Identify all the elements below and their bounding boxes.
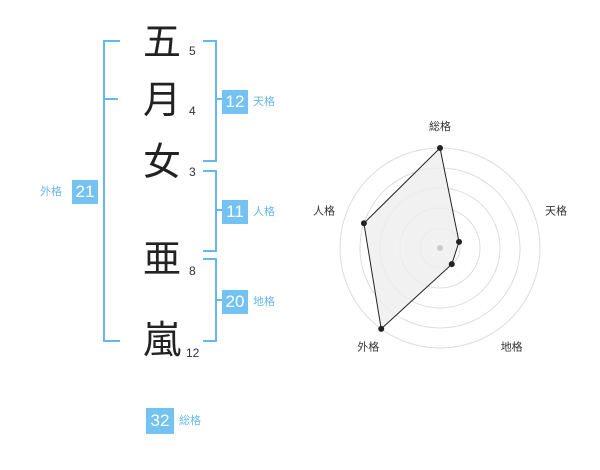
radar-point-0 bbox=[437, 145, 443, 151]
tenkaku-tick bbox=[215, 98, 225, 100]
tenkaku-label: 天格 bbox=[253, 95, 275, 108]
jinkaku-label: 人格 bbox=[253, 205, 275, 218]
gaikaku-label: 外格 bbox=[40, 185, 62, 198]
gaikaku-bracket-tick bbox=[103, 98, 118, 100]
radar-points bbox=[360, 145, 463, 332]
gaikaku-bracket bbox=[103, 40, 120, 342]
stroke-count-2: 4 bbox=[189, 104, 196, 118]
radar-point-3 bbox=[378, 325, 385, 332]
radar-axis-label-1: 天格 bbox=[545, 203, 567, 217]
name-char-5: 嵐 bbox=[142, 318, 181, 362]
stroke-count-3: 3 bbox=[189, 165, 196, 179]
name-char-3: 女 bbox=[142, 140, 181, 184]
soukaku-value: 32 bbox=[146, 408, 174, 434]
radar-point-4 bbox=[360, 220, 367, 227]
stroke-count-4: 8 bbox=[189, 264, 196, 278]
tenkaku-value: 12 bbox=[222, 90, 248, 114]
stroke-count-5: 12 bbox=[186, 346, 200, 360]
name-char-2: 月 bbox=[142, 78, 181, 122]
stroke-count-1: 5 bbox=[189, 44, 196, 58]
soukaku-label: 総格 bbox=[179, 414, 201, 427]
tenkaku-bracket bbox=[203, 40, 217, 162]
name-char-1: 五 bbox=[142, 20, 181, 64]
radar-polygon bbox=[363, 146, 460, 330]
chikaku-label: 地格 bbox=[253, 295, 275, 308]
radar-axis-label-3: 外格 bbox=[357, 340, 379, 354]
chikaku-value: 20 bbox=[222, 290, 248, 314]
radar-point-2 bbox=[448, 261, 455, 268]
radar-point-1 bbox=[456, 238, 463, 245]
chikaku-tick bbox=[215, 299, 225, 301]
radar-axis-label-0: 総格 bbox=[429, 119, 451, 133]
jinkaku-value: 11 bbox=[222, 200, 248, 224]
radar-center-dot bbox=[437, 245, 443, 251]
jinkaku-tick bbox=[215, 209, 225, 211]
radar-axis-label-2: 地格 bbox=[501, 340, 523, 354]
gaikaku-value: 21 bbox=[72, 180, 98, 204]
jinkaku-bracket bbox=[203, 170, 217, 252]
name-char-4: 亜 bbox=[142, 237, 181, 281]
radar-axis-label-4: 人格 bbox=[313, 203, 335, 217]
